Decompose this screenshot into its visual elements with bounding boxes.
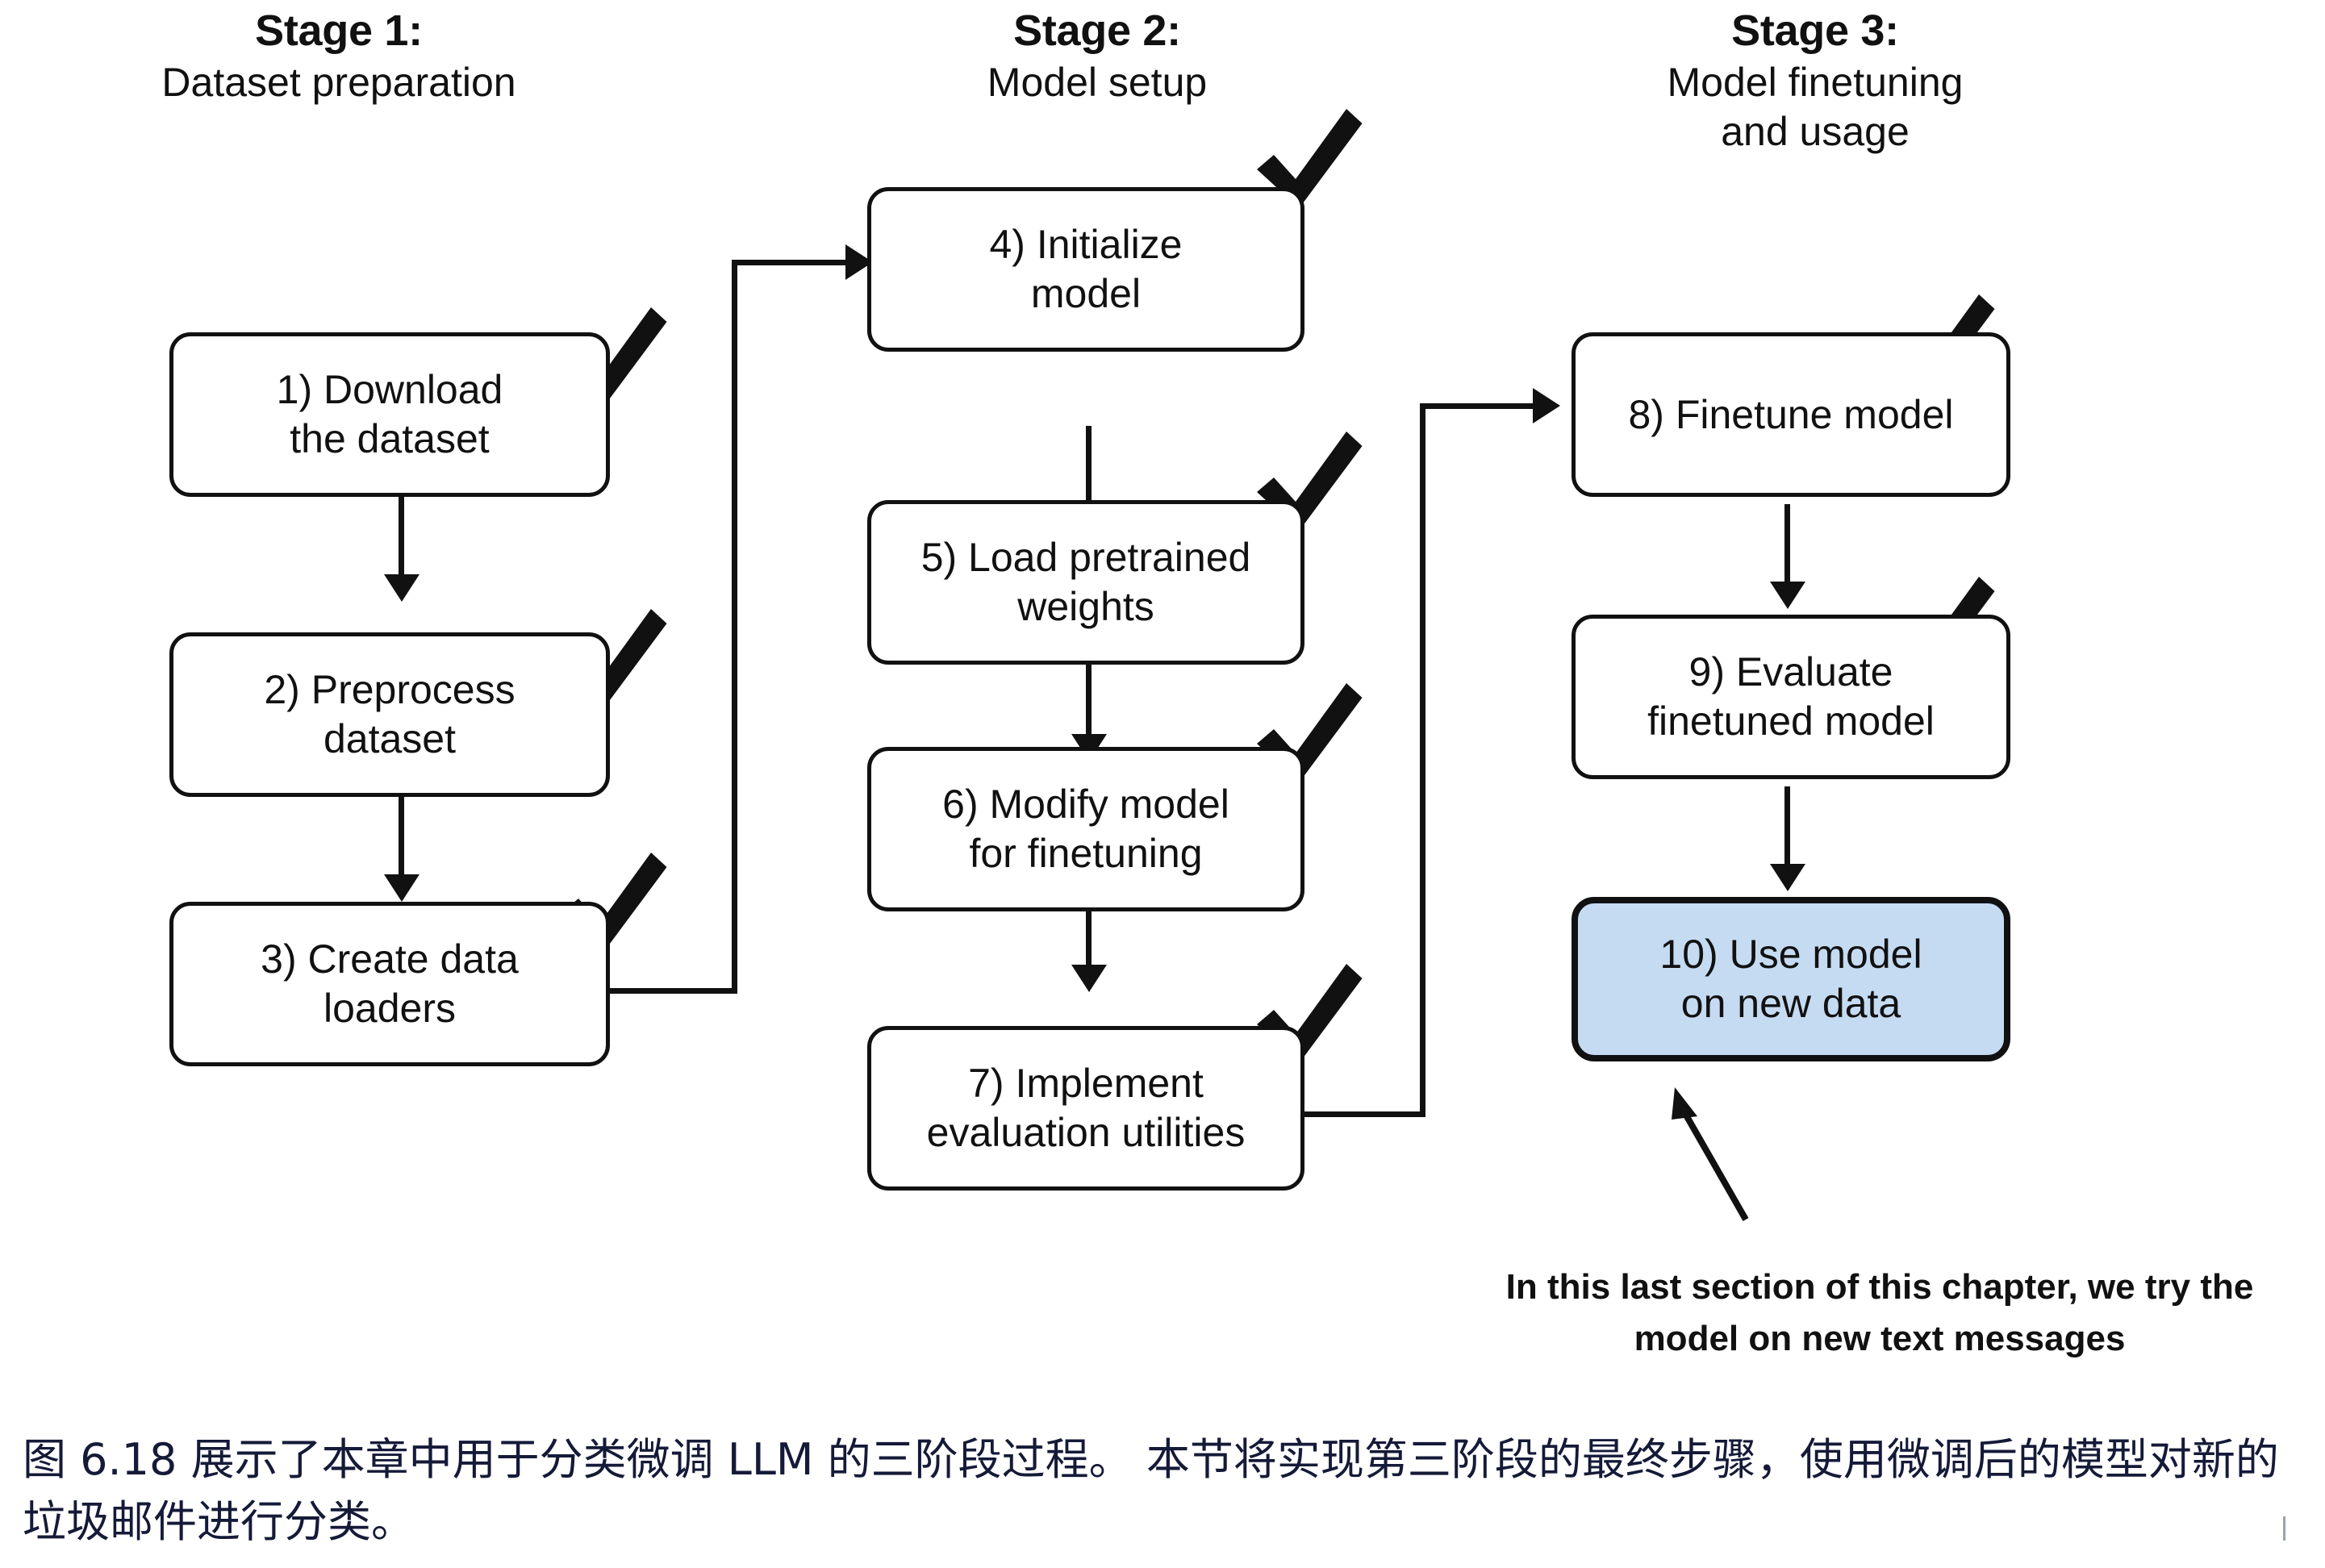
connector-3-to-4-vertical xyxy=(732,260,737,994)
stage-3-title: Stage 3: xyxy=(1731,6,1899,55)
connector-4-to-5 xyxy=(1086,426,1092,510)
arrowhead-1-to-2 xyxy=(384,574,420,602)
stage-2-heading: Stage 2: Model setup xyxy=(807,5,1388,107)
connector-5-to-6 xyxy=(1086,657,1092,740)
figure-caption: 图 6.18 展示了本章中用于分类微调 LLM 的三阶段过程。 本节将实现第三阶… xyxy=(23,1429,2306,1553)
figure-caption-text: 图 6.18 展示了本章中用于分类微调 LLM 的三阶段过程。 本节将实现第三阶… xyxy=(23,1434,2279,1547)
flow-node-step-1[interactable]: 1) Download the dataset xyxy=(169,332,610,497)
flow-node-step-10-label: 10) Use model on new data xyxy=(1659,932,1922,1026)
stage-1-title: Stage 1: xyxy=(255,6,423,55)
connector-6-to-7 xyxy=(1086,887,1092,971)
flow-node-step-7-label: 7) Implement evaluation utilities xyxy=(926,1061,1246,1155)
connector-7-to-8-horizontal-bottom xyxy=(1300,1111,1425,1117)
connector-2-to-3 xyxy=(399,797,404,881)
flow-node-step-7[interactable]: 7) Implement evaluation utilities xyxy=(867,1026,1304,1191)
arrowhead-6-to-7 xyxy=(1071,965,1107,992)
flow-node-step-8[interactable]: 8) Finetune model xyxy=(1572,332,2010,497)
text-cursor xyxy=(2283,1516,2285,1541)
connector-9-to-10 xyxy=(1784,786,1790,870)
flow-node-step-2-label: 2) Preprocess dataset xyxy=(264,667,516,761)
flow-node-step-4-label: 4) Initialize model xyxy=(989,222,1183,316)
arrowhead-2-to-3 xyxy=(384,874,420,902)
connector-3-to-4-horizontal-bottom xyxy=(609,988,737,994)
stage-3-heading: Stage 3: Model finetuning and usage xyxy=(1509,5,2122,156)
callout-pointer-arrow-icon xyxy=(1662,1081,1759,1226)
flow-node-step-5-label: 5) Load pretrained weights xyxy=(920,535,1251,629)
stage-1-subtitle: Dataset preparation xyxy=(161,59,516,105)
stage-1-heading: Stage 1: Dataset preparation xyxy=(48,5,629,107)
flow-node-step-6[interactable]: 6) Modify model for finetuning xyxy=(867,747,1304,911)
stage-2-subtitle: Model setup xyxy=(987,59,1208,105)
arrowhead-9-to-10 xyxy=(1770,864,1805,891)
connector-1-to-2 xyxy=(399,497,404,581)
flow-node-step-3[interactable]: 3) Create data loaders xyxy=(169,902,610,1066)
flow-node-step-5[interactable]: 5) Load pretrained weights xyxy=(867,500,1304,665)
connector-7-to-8-horizontal-top xyxy=(1420,403,1539,409)
checkmark-icon-step-4 xyxy=(1242,97,1363,218)
stage-2-title: Stage 2: xyxy=(1013,6,1181,55)
flow-node-step-3-label: 3) Create data loaders xyxy=(261,936,519,1031)
connector-8-to-9 xyxy=(1784,504,1790,588)
callout-text: In this last section of this chapter, we… xyxy=(1420,1210,2325,1364)
flow-node-step-9[interactable]: 9) Evaluate finetuned model xyxy=(1572,615,2010,779)
connector-7-to-8-vertical xyxy=(1420,403,1425,1117)
stage-3-subtitle: Model finetuning and usage xyxy=(1667,59,1964,154)
arrowhead-8-to-9 xyxy=(1770,582,1805,609)
callout-text-content: In this last section of this chapter, we… xyxy=(1505,1266,2254,1358)
arrowhead-7-to-8 xyxy=(1533,388,1560,423)
flow-node-step-1-label: 1) Download the dataset xyxy=(276,367,503,461)
flow-node-step-9-label: 9) Evaluate finetuned model xyxy=(1647,649,1935,744)
flow-node-step-6-label: 6) Modify model for finetuning xyxy=(942,782,1229,876)
flow-node-step-2[interactable]: 2) Preprocess dataset xyxy=(169,632,610,797)
flow-node-step-10[interactable]: 10) Use model on new data xyxy=(1572,897,2010,1061)
flow-node-step-4[interactable]: 4) Initialize model xyxy=(867,187,1304,352)
flow-node-step-8-label: 8) Finetune model xyxy=(1628,391,1954,437)
connector-3-to-4-horizontal-top xyxy=(732,260,851,265)
